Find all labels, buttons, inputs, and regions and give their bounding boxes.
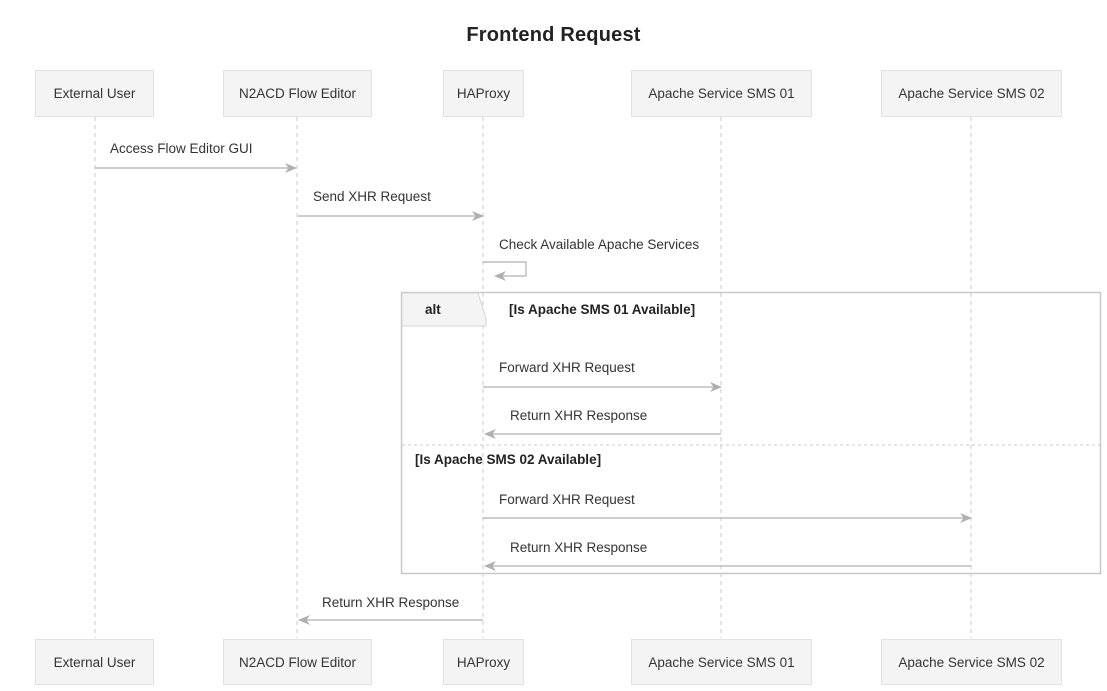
lifelines	[94, 117, 972, 638]
participant-label: HAProxy	[456, 86, 511, 101]
message-label-check-available-apache-services: Check Available Apache Services	[499, 237, 700, 252]
participant-label: HAProxy	[456, 654, 511, 670]
message-label-forward-xhr-request-sms02: Forward XHR Request	[499, 492, 635, 507]
participant-box-apache-service-sms-01-bottom[interactable]: Apache Service SMS 01	[631, 639, 812, 685]
participant-box-haproxy-bottom[interactable]: HAProxy	[443, 639, 524, 685]
participant-label: Apache Service SMS 01	[648, 654, 795, 670]
participant-label: N2ACD Flow Editor	[238, 86, 357, 101]
participant-box-external-user-bottom[interactable]: External User	[35, 639, 154, 685]
participant-box-haproxy-top[interactable]: HAProxy	[443, 70, 524, 117]
message-arrows	[95, 163, 972, 625]
message-label-access-flow-editor-gui: Access Flow Editor GUI	[110, 141, 253, 156]
participant-box-apache-service-sms-02-top[interactable]: Apache Service SMS 02	[881, 70, 1062, 117]
participant-box-n2acd-flow-editor-top[interactable]: N2ACD Flow Editor	[223, 70, 372, 117]
alt-fragment-tab	[401, 292, 487, 327]
participant-label: Apache Service SMS 01	[648, 86, 795, 101]
message-label-return-xhr-response-sms02: Return XHR Response	[510, 540, 648, 555]
alt-fragment-condition-1-label: [Is Apache SMS 01 Available]	[509, 302, 696, 317]
participant-label: External User	[53, 654, 136, 670]
participant-label: External User	[53, 86, 136, 101]
alt-fragment-condition-2-label: [Is Apache SMS 02 Available]	[415, 452, 602, 467]
participant-label: Apache Service SMS 02	[898, 86, 1045, 101]
alt-fragment	[400, 291, 1102, 575]
page-title: Frontend Request	[466, 24, 641, 46]
alt-fragment-border	[400, 291, 1102, 575]
participant-box-apache-service-sms-02-bottom[interactable]: Apache Service SMS 02	[881, 639, 1062, 685]
message-arrow-check-available-apache-services	[483, 261, 527, 281]
alt-fragment-operator-label: alt	[425, 302, 441, 317]
message-label-send-xhr-request: Send XHR Request	[313, 189, 431, 204]
participant-box-n2acd-flow-editor-bottom[interactable]: N2ACD Flow Editor	[223, 639, 372, 685]
participant-label: N2ACD Flow Editor	[238, 654, 357, 670]
participant-box-external-user-top[interactable]: External User	[35, 70, 154, 117]
message-label-forward-xhr-request-sms01: Forward XHR Request	[499, 360, 635, 375]
message-label-return-xhr-response-final: Return XHR Response	[322, 595, 460, 610]
participant-box-apache-service-sms-01-top[interactable]: Apache Service SMS 01	[631, 70, 812, 117]
message-label-return-xhr-response-sms01: Return XHR Response	[510, 408, 648, 423]
participant-label: Apache Service SMS 02	[898, 654, 1045, 670]
